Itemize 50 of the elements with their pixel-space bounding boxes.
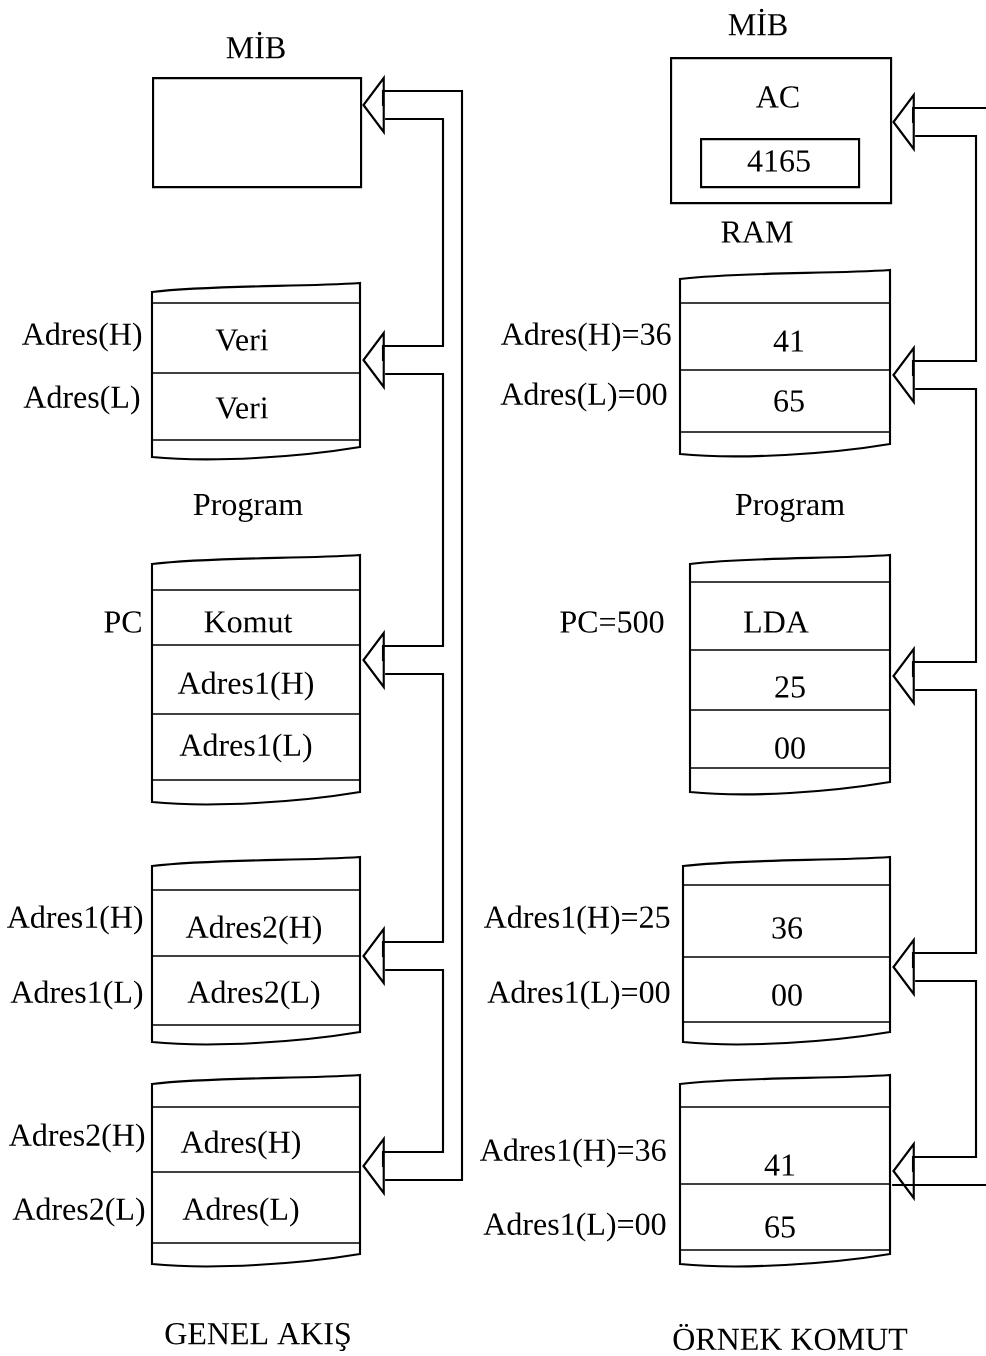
address-label: Adres(H) — [22, 322, 142, 352]
bus-arrow — [892, 134, 978, 406]
cell-value: 00 — [775, 737, 805, 759]
cell-value: Adres(L) — [182, 1197, 299, 1227]
cell-value: 41 — [773, 330, 804, 352]
cell-value: Adres(H) — [180, 1130, 300, 1160]
address-label: Adres1(H) — [7, 905, 143, 935]
diagram-caption: GENEL AKIŞ — [165, 1323, 350, 1351]
cell-value: Adres2(L) — [187, 980, 320, 1010]
address-label: Adres1(H)=25 — [484, 905, 670, 935]
bus-line — [892, 1183, 986, 1187]
address-label: Adres2(L) — [12, 1197, 145, 1227]
bus-arrow — [892, 387, 978, 707]
cell-value: 36 — [772, 917, 803, 939]
address-label: PC=500 — [560, 611, 664, 633]
address-label: Adres2(H) — [9, 1123, 145, 1153]
address-label: Adres(L)=00 — [500, 382, 667, 412]
cell-value: Veri — [215, 397, 269, 419]
address-label: Adres1(L) — [10, 980, 143, 1010]
bus-arrow — [362, 672, 445, 987]
cell-value: 00 — [772, 984, 802, 1006]
block-title: MİB — [226, 31, 285, 59]
bus-arrow — [362, 372, 445, 691]
diagram-caption: ÖRNEK KOMUT — [673, 1323, 908, 1351]
cell-value: AC — [756, 86, 799, 108]
cell-value: 41 — [764, 1154, 795, 1176]
address-label: Adres1(L)=00 — [483, 1212, 666, 1242]
cell-value: Komut — [204, 611, 293, 633]
block-title: Program — [193, 494, 303, 522]
bus-arrow — [892, 688, 978, 998]
cell-value: Adres2(H) — [185, 915, 321, 945]
block-title: RAM — [721, 221, 793, 243]
address-label: PC — [104, 611, 141, 633]
cell-value: Adres1(H) — [177, 671, 313, 701]
cell-value: Veri — [215, 329, 269, 351]
address-label: Adres1(L)=00 — [487, 980, 670, 1010]
bus-arrow — [362, 117, 445, 391]
cell-value: 4165 — [747, 150, 810, 172]
address-label: Adres(L) — [23, 385, 140, 415]
address-label: Adres(H)=36 — [501, 322, 671, 352]
cell-value: 65 — [765, 1216, 795, 1238]
cell-value: 65 — [774, 390, 804, 412]
cell-value: Adres1(L) — [179, 733, 312, 763]
block-title: MİB — [728, 8, 787, 36]
cell-value: 25 — [775, 676, 805, 698]
block-title: Program — [735, 494, 845, 522]
cell-value: LDA — [744, 611, 809, 633]
bus-arrow — [892, 979, 978, 1202]
address-label: Adres1(H)=36 — [480, 1138, 666, 1168]
bus-arrow — [362, 968, 445, 1197]
